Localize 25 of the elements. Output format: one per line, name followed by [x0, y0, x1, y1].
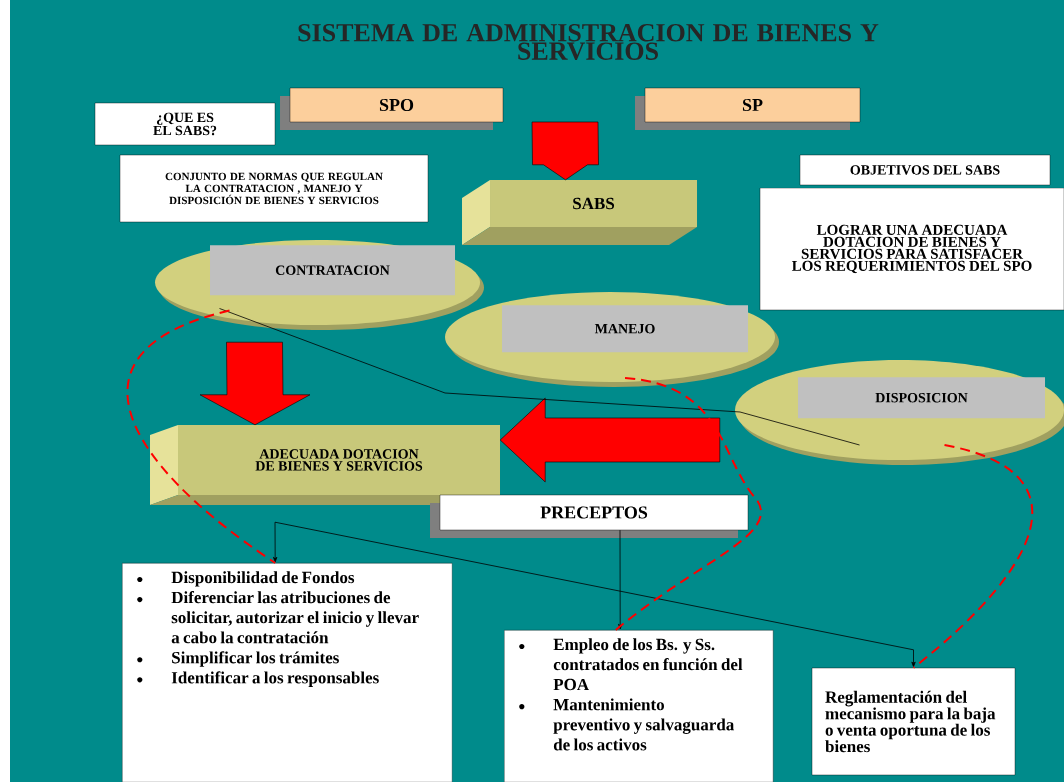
connector-line: [618, 529, 623, 630]
dashed-curve: [126, 309, 277, 564]
connector-line: [219, 308, 860, 446]
ellipse-node: MANEJO: [445, 292, 779, 387]
block-box: ADECUADA DOTACION DE BIENES Y SERVICIOS: [150, 425, 500, 505]
heading-box: OBJETIVOS DEL SABS: [799, 154, 1051, 186]
title-box: SP: [635, 87, 861, 130]
block-arrow: [531, 121, 599, 181]
block-arrow: [199, 341, 311, 426]
definition-box: CONJUNTO DE NORMAS QUE REGULAN LA CONTRATACION , MANEJO Y DISPOSICIÓN DE BIENES Y SERVICIOS: [119, 154, 429, 223]
connector-line: [273, 521, 278, 563]
connector-line: [274, 521, 916, 668]
block-arrow: [499, 397, 721, 483]
block-box: SABS: [462, 180, 697, 245]
ellipse-node: DISPOSICION: [735, 360, 1064, 465]
ellipse-node: CONTRATACION: [155, 240, 484, 330]
title: SISTEMA DE ADMINISTRACION DE BIENES Y SERVICIOS: [298, 23, 879, 61]
question-box: ¿QUE ES EL SABS?: [94, 102, 276, 146]
title-box: SPO: [280, 87, 504, 130]
dashed-curve: [912, 444, 1033, 669]
text-box: Reglamentación del mecanismo para la baja o venta oportuna de los bienes: [811, 667, 1016, 776]
bullet-list-box: Empleo de los Bs. y Ss. contratados en función del POA Mantenimiento preventivo y salvaguarda de los activos: [504, 630, 774, 782]
bullet-list-box: Disponibilidad de Fondos Diferenciar las atribuciones de solicitar, autorizar el inicio y llevar a cabo la contratación Simplificar los trámites Identificar a los responsables: [122, 563, 453, 782]
heading-box: PRECEPTOS: [430, 494, 749, 538]
dashed-curve: [614, 377, 762, 631]
